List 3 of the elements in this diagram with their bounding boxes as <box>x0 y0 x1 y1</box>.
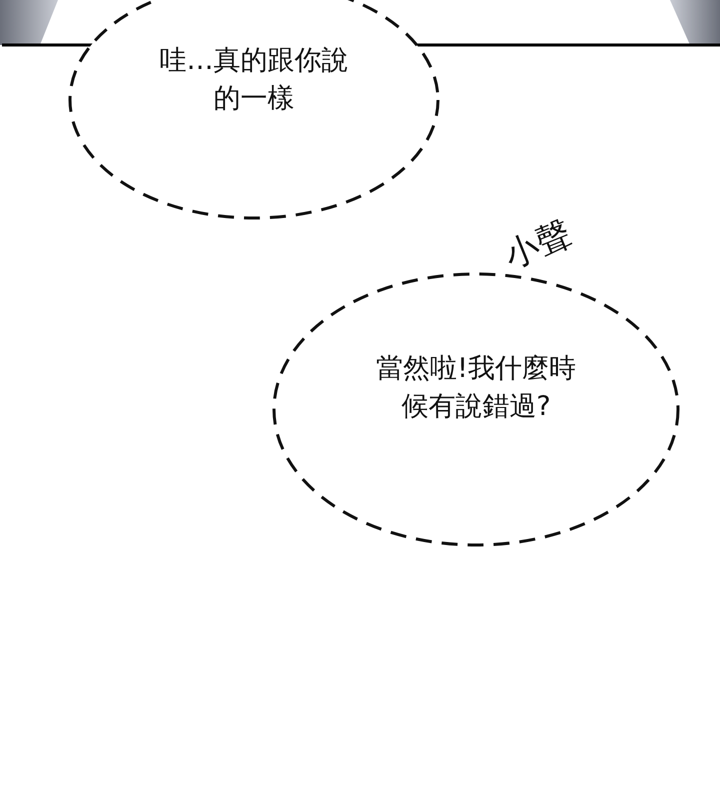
dialogue-text: 當然啦!我什麼時候有說錯過? <box>375 352 577 424</box>
sound-effect-text: 小聲 <box>498 212 578 278</box>
dialogue-text: 哇…真的跟你說的一樣 <box>158 44 350 116</box>
